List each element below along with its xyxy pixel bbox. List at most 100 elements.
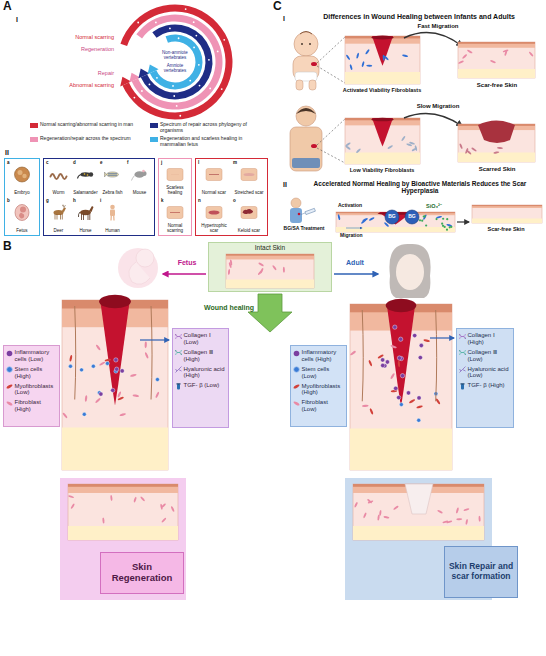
arrow-label: Fast Migration xyxy=(404,23,472,30)
panel-caption: Salamander xyxy=(72,190,99,195)
ring-tick xyxy=(149,84,151,86)
legend-entry: Spectrum of repair across phylogeny of o… xyxy=(150,122,266,134)
legend-swatch xyxy=(30,123,38,128)
image-caption: Scar-free Skin xyxy=(468,226,544,232)
embryo-body xyxy=(15,167,30,182)
ring-tick xyxy=(172,85,174,87)
cell xyxy=(362,217,368,222)
panel-letter: C xyxy=(273,0,282,14)
wound-healing-arrow xyxy=(248,294,292,332)
ring-tick xyxy=(223,39,225,41)
adult-portrait xyxy=(389,244,430,298)
callout-letter: g xyxy=(46,198,49,203)
hypodermis xyxy=(350,429,452,471)
callout-letter: l xyxy=(198,160,199,165)
cell xyxy=(423,214,428,220)
adult-body xyxy=(290,127,322,171)
fish-stripe xyxy=(108,173,117,174)
infant-head xyxy=(294,32,318,56)
tgf-vial-cap xyxy=(461,383,465,384)
epidermis xyxy=(68,484,178,493)
image-cell: aEmbryo xyxy=(6,160,38,196)
fish-tail xyxy=(105,172,107,177)
matrix-list-box: Collagen Ⅰ (Low)Collagen Ⅲ (High)Hyaluro… xyxy=(172,328,229,428)
silicate-ion xyxy=(442,218,444,220)
cell xyxy=(68,495,74,499)
panel-caption: Worm xyxy=(45,190,72,195)
callout-letter: d xyxy=(73,160,76,165)
mouse-icon xyxy=(132,170,147,181)
cell xyxy=(409,141,415,145)
dermis xyxy=(226,254,314,288)
cell xyxy=(361,61,365,67)
skin-patch xyxy=(241,169,257,181)
cell xyxy=(161,503,167,508)
cell xyxy=(257,270,262,276)
cell xyxy=(399,403,403,407)
regeneration-panel xyxy=(60,478,186,600)
dermis xyxy=(62,300,168,470)
cell xyxy=(80,368,84,372)
cell xyxy=(91,364,95,368)
panel-caption: Deer xyxy=(45,228,72,233)
outcome-box: Skin Repair and scar formation xyxy=(444,546,518,598)
cell xyxy=(337,214,340,220)
stem-cell-icon xyxy=(7,367,13,373)
mouse-tail xyxy=(132,176,135,181)
spiral-label: Non-amniote vertebrates xyxy=(156,50,194,60)
silicate-ion xyxy=(444,226,446,228)
human-torso xyxy=(110,210,115,217)
image-cell: oKeloid scar xyxy=(232,198,266,234)
image-caption: Low Viability Fibroblasts xyxy=(336,167,428,173)
cell xyxy=(502,49,508,53)
image-caption: Scarred Skin xyxy=(454,166,540,173)
migration-arrow xyxy=(404,114,462,127)
collagen-icon xyxy=(460,350,466,355)
panel-caption: Normal scar xyxy=(197,190,231,195)
list-text: Collagen Ⅲ (High) xyxy=(184,349,227,363)
image-cell: dSalamander xyxy=(72,160,99,196)
arrow-label: Adult xyxy=(336,259,374,267)
cell xyxy=(62,412,68,419)
fibroblast-icon xyxy=(293,401,300,407)
salamander-spot xyxy=(84,173,86,175)
skin-section xyxy=(345,36,420,84)
group-box: lNormal scarmStretched scarnHypertrophic… xyxy=(195,158,268,236)
ring-tick xyxy=(134,97,136,99)
infant-wound xyxy=(311,62,317,66)
wound-gap xyxy=(387,304,416,407)
cell xyxy=(230,259,233,265)
infant-leg xyxy=(296,80,303,90)
panel-caption: Keloid scar xyxy=(232,228,266,233)
list-text: Stem cells (High) xyxy=(15,366,58,380)
normalscar-icon xyxy=(206,169,222,181)
legend-entry: Normal scarring/abnormal scarring in man xyxy=(30,122,148,128)
list-item: Collagen Ⅰ (High) xyxy=(459,332,511,346)
cell xyxy=(354,502,359,508)
ring-tick xyxy=(155,21,157,23)
list-item: Stem cells (Low) xyxy=(293,366,344,380)
syringe-needle xyxy=(301,213,305,215)
image-cell: gDeer xyxy=(45,198,72,234)
cell xyxy=(456,507,460,513)
zoom-line xyxy=(317,148,345,163)
callout-letter: a xyxy=(7,160,10,165)
cell xyxy=(362,404,369,407)
panel-caption: Zebra fish xyxy=(99,190,126,195)
list-item: Collagen Ⅲ (Low) xyxy=(459,349,511,363)
cell xyxy=(82,412,86,416)
person-wound xyxy=(298,213,301,216)
list-icon xyxy=(175,366,182,373)
image-caption: Activated Viability Fibroblasts xyxy=(336,87,428,93)
ring-tick xyxy=(185,8,187,10)
cell xyxy=(356,148,362,154)
list-text: Fibroblast (High) xyxy=(15,399,58,413)
callout-letter: n xyxy=(198,198,201,203)
list-item: Hyaluronic acid (Low) xyxy=(459,366,511,380)
hypodermis xyxy=(336,227,455,232)
cell xyxy=(383,516,389,519)
stretched-icon xyxy=(241,169,257,181)
list-item: TGF- β (Low) xyxy=(175,382,226,390)
deer-leg xyxy=(55,214,56,220)
